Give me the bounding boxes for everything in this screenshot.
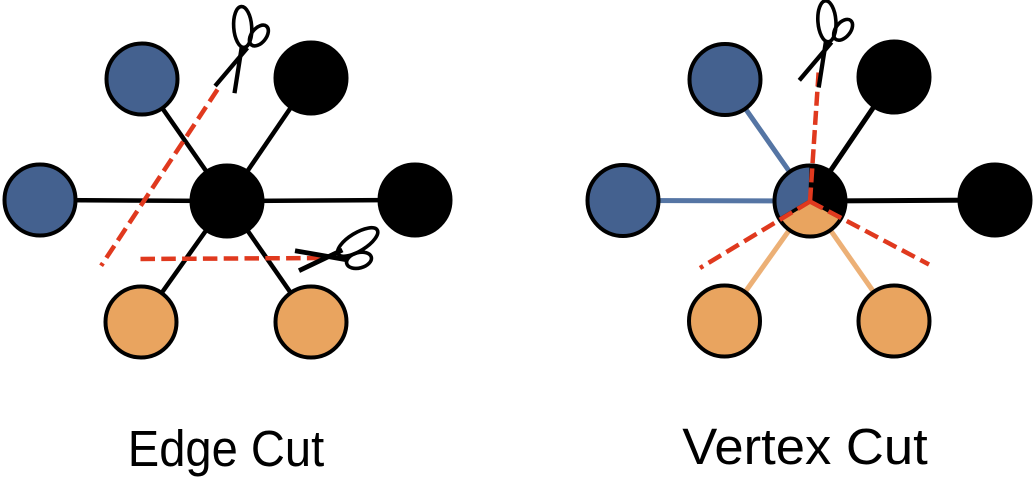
svg-text:Vertex Cut: Vertex Cut (682, 418, 928, 475)
svg-text:Edge Cut: Edge Cut (128, 420, 324, 477)
